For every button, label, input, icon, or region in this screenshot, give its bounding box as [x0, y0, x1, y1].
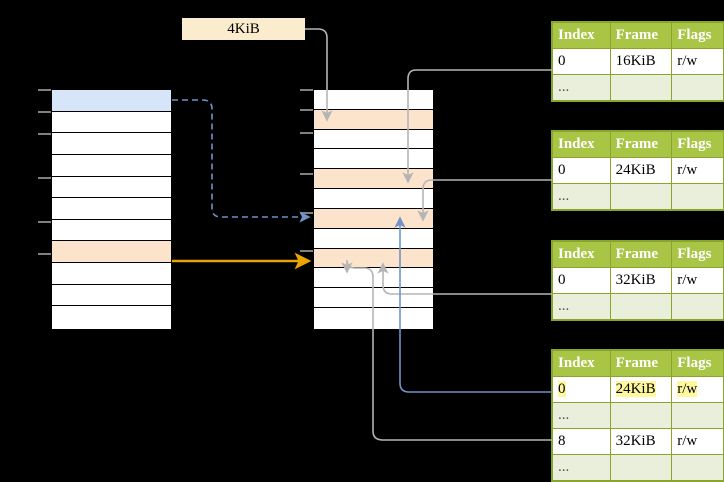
page-table-level-1-header-frame: Frame — [609, 22, 673, 49]
virtual-address-space-row — [52, 241, 171, 263]
page-table-level-4-cell: ... — [552, 454, 611, 481]
page-table-level-1-header-flags: Flags — [671, 22, 724, 49]
page-table-level-1-cell: ... — [552, 74, 611, 101]
physical-memory-row — [314, 248, 433, 269]
page-table-level-2-cell — [671, 183, 724, 210]
virtual-address-space-row — [52, 176, 171, 199]
page-table-level-1-cell — [671, 74, 724, 101]
page-table-level-4-row: ... — [552, 454, 724, 481]
virtual-address-space-row — [52, 263, 171, 285]
left-column-ticks — [38, 89, 51, 255]
virtual-address-space-row — [52, 90, 171, 112]
page-size-label-text: 4KiB — [227, 20, 260, 37]
virtual-address-space-row — [52, 198, 171, 220]
page-table-level-2-header-frame: Frame — [609, 131, 673, 158]
page-table-level-3-row: ... — [552, 293, 724, 320]
page-size-label: 4KiB — [182, 18, 305, 40]
page-table-level-2-cell — [609, 183, 673, 210]
physical-memory-row — [314, 208, 433, 229]
page-table-level-4-cell: 8 — [552, 428, 611, 455]
page-table-level-4-cell: 0 — [552, 376, 611, 403]
page-table-level-3-cell: 32KiB — [609, 267, 673, 294]
page-table-level-4-cell — [609, 402, 673, 429]
page-table-level-4-cell — [671, 454, 724, 481]
page-table-level-1-cell: r/w — [671, 48, 724, 75]
page-table-level-3-cell: ... — [552, 293, 611, 320]
page-table-level-2-cell: r/w — [671, 157, 724, 184]
page-table-level-1-cell: 0 — [552, 48, 611, 75]
virtual-address-space-row — [52, 133, 171, 155]
physical-memory-column — [313, 89, 434, 330]
connector-table2-to-physical — [417, 179, 552, 222]
virtual-address-space-row — [52, 219, 171, 242]
page-table-level-4-cell: r/w — [671, 376, 724, 403]
physical-memory-row — [314, 109, 433, 130]
connector-virtual-to-physical-dashed — [172, 99, 311, 223]
physical-memory-row — [314, 268, 433, 289]
virtual-address-space-column — [51, 89, 172, 330]
page-table-level-2-row: ... — [552, 183, 724, 210]
highlighted-value: 24KiB — [615, 381, 656, 397]
highlighted-value: r/w — [677, 381, 698, 397]
page-table-level-4-cell: ... — [552, 402, 611, 429]
page-table-level-1-row: ... — [552, 74, 724, 101]
physical-memory-row — [314, 189, 433, 209]
virtual-address-space-row — [52, 306, 171, 328]
page-table-level-4-cell: 24KiB — [609, 376, 673, 403]
page-table-level-3-header-index: Index — [552, 241, 611, 268]
highlighted-value: 0 — [558, 381, 566, 397]
page-table-level-4-cell — [671, 402, 724, 429]
page-table-level-3-cell — [609, 293, 673, 320]
page-table-level-3-cell: r/w — [671, 267, 724, 294]
page-table-level-2-header-flags: Flags — [671, 131, 724, 158]
physical-memory-row — [314, 149, 433, 170]
page-table-level-1-cell — [609, 74, 673, 101]
page-table-level-2-header-index: Index — [552, 131, 611, 158]
page-table-level-4-cell — [609, 454, 673, 481]
page-table-level-4-header-flags: Flags — [671, 350, 724, 377]
page-table-level-2-cell: 0 — [552, 157, 611, 184]
page-table-level-1-cell: 16KiB — [609, 48, 673, 75]
virtual-address-space-row — [52, 154, 171, 177]
page-table-level-4-row: 0 24KiB r/w — [552, 376, 724, 403]
page-table-level-1-header-index: Index — [552, 22, 611, 49]
page-table-level-3-header-flags: Flags — [671, 241, 724, 268]
page-table-level-4-header-index: Index — [552, 350, 611, 377]
page-table-level-4-header-frame: Frame — [609, 350, 673, 377]
physical-memory-row — [314, 308, 433, 328]
virtual-address-space-row — [52, 111, 171, 134]
physical-memory-row — [314, 90, 433, 110]
physical-memory-row — [314, 228, 433, 249]
physical-memory-row — [314, 169, 433, 190]
page-table-level-2-cell: ... — [552, 183, 611, 210]
page-table-level-4-cell: 32KiB — [609, 428, 673, 455]
page-table-level-2-cell: 24KiB — [609, 157, 673, 184]
page-table-level-3-header-frame: Frame — [609, 241, 673, 268]
page-table-level-4-row: ... — [552, 402, 724, 429]
middle-column-ticks — [300, 89, 313, 252]
physical-memory-row — [314, 288, 433, 309]
physical-memory-row — [314, 129, 433, 150]
page-table-level-3-cell: 0 — [552, 267, 611, 294]
page-table-level-3-cell — [671, 293, 724, 320]
virtual-address-space-row — [52, 284, 171, 307]
page-table-level-4-cell: r/w — [671, 428, 724, 455]
